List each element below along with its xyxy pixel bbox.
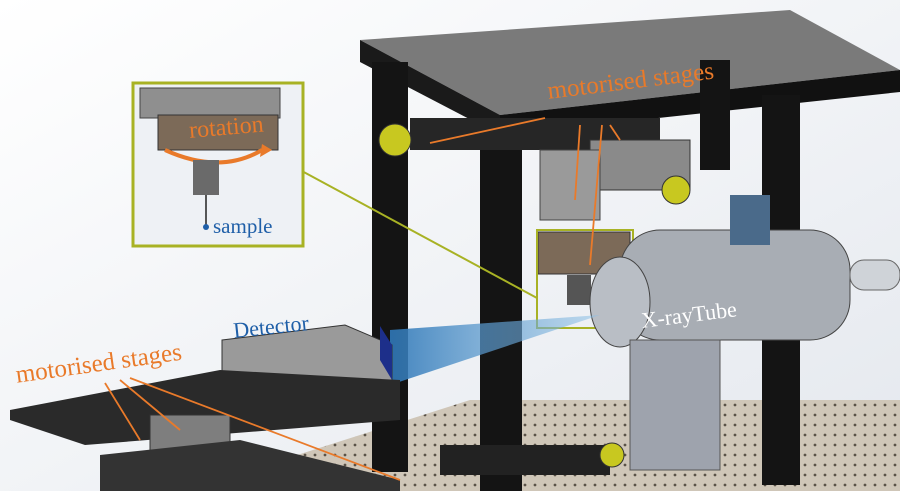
xray-tube-stand bbox=[629, 339, 721, 471]
leader-lines-bottom bbox=[104, 377, 401, 481]
zoom-connector bbox=[299, 169, 538, 299]
xray-beam bbox=[390, 315, 600, 385]
bottom-long-rail bbox=[440, 445, 610, 475]
bottom-platform bbox=[10, 370, 400, 445]
bottom-stage-motor bbox=[599, 442, 625, 468]
vertical-stage bbox=[539, 149, 601, 221]
inset-rotation-stage bbox=[157, 114, 279, 151]
xray-tube-cable bbox=[849, 259, 900, 291]
label-sample: sample bbox=[213, 214, 273, 238]
frame-top-plate bbox=[360, 10, 900, 115]
sample-holder bbox=[567, 275, 591, 305]
xray-tube-controller bbox=[730, 195, 770, 245]
sample-point-icon bbox=[203, 224, 209, 230]
xray-tube-window bbox=[589, 256, 651, 348]
frame-leg-back-right bbox=[700, 60, 730, 170]
inset-sample-holder bbox=[193, 160, 219, 195]
bottom-linear-stage bbox=[100, 440, 400, 491]
top-stage-motor-2 bbox=[661, 175, 691, 205]
top-stage-motor bbox=[378, 123, 412, 157]
frame-leg-front-left bbox=[480, 130, 522, 491]
leader-lines-top bbox=[429, 117, 621, 266]
inset-stage-top bbox=[139, 87, 281, 119]
detector-face bbox=[380, 326, 392, 380]
rotation-arrowhead-icon bbox=[260, 144, 272, 157]
